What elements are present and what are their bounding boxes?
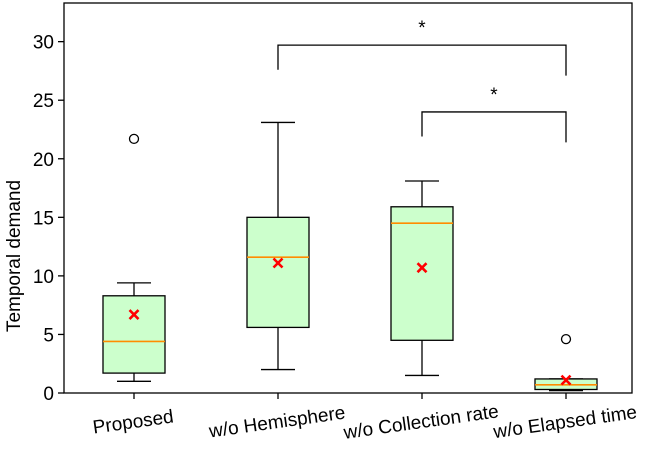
y-tick-label-2: 10 — [33, 267, 54, 288]
plot-frame — [63, 2, 633, 394]
significance-star-1: * — [490, 85, 498, 106]
mean-marker-proposed — [128, 309, 140, 320]
box-w-o-hemisphere — [246, 216, 310, 329]
y-axis-label: Temporal demand — [4, 180, 25, 332]
mean-marker-w-o-hemisphere — [272, 257, 284, 269]
y-tick-label-6: 30 — [33, 33, 54, 54]
box-proposed — [102, 295, 166, 374]
y-tick-label-5: 25 — [33, 91, 54, 112]
significance-star-0: * — [418, 18, 426, 39]
significance-bracket-1 — [421, 111, 567, 143]
y-tick-label-4: 20 — [33, 150, 54, 171]
outlier-proposed-0 — [128, 133, 140, 145]
x-tick-label-w-o-elapsed-time: w/o Elapsed time — [491, 402, 638, 443]
y-tick-label-1: 5 — [43, 325, 54, 346]
outlier-w-o-elapsed-time-0 — [560, 333, 572, 345]
y-tick-label-3: 15 — [33, 208, 54, 229]
x-tick-label-w-o-hemisphere: w/o Hemisphere — [207, 403, 347, 443]
box-w-o-collection-rate — [390, 206, 454, 341]
mean-marker-w-o-collection-rate — [416, 262, 428, 274]
x-tick-label-proposed: Proposed — [91, 406, 174, 438]
x-tick-label-w-o-collection-rate: w/o Collection rate — [341, 401, 500, 444]
significance-bracket-0 — [277, 44, 567, 76]
mean-marker-w-o-elapsed-time — [560, 374, 572, 386]
y-tick-label-0: 0 — [43, 384, 54, 405]
